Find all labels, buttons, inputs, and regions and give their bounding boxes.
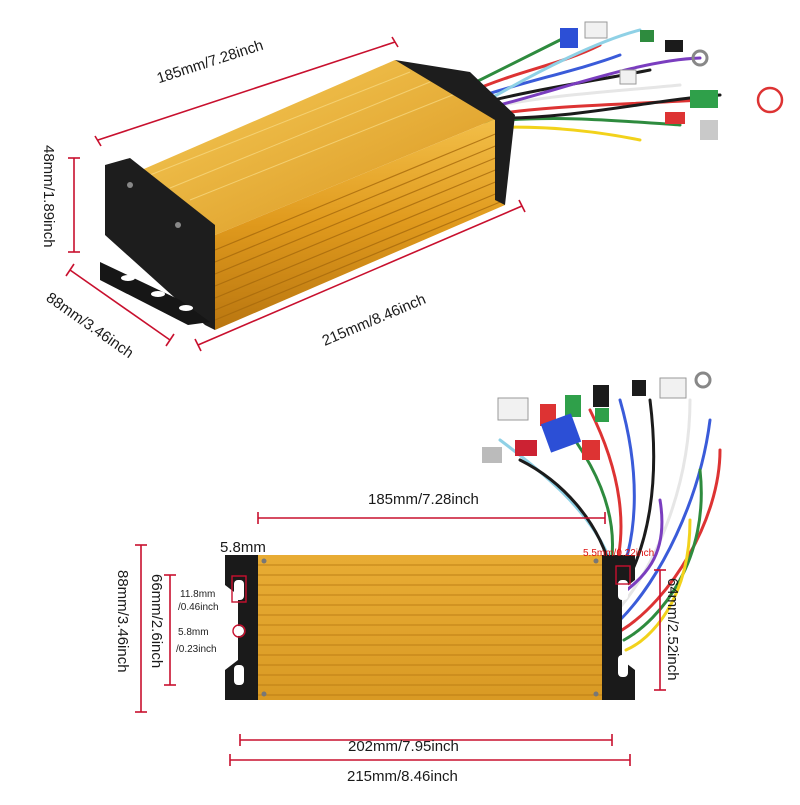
top-dimension-lines [65,36,526,352]
hole-size-top-label: 5.8mm [220,539,266,556]
bottom-length-label: 185mm/7.28inch [368,491,479,508]
mount-span-label: 202mm/7.95inch [348,738,459,755]
controller-top-down-view [225,371,722,700]
fins-flat [258,564,602,696]
inner-height-left-label: 66mm/2.6inch [148,574,165,669]
bottom-dimension-lines [135,512,666,766]
controller-side-face [215,115,505,330]
top-height-label: 48mm/1.89inch [40,145,57,248]
hole-size-right-label: 5.5mm/0.22inch [583,548,655,559]
controller-top-face [130,60,505,235]
hole-size-line1: 5.8mm [178,627,209,638]
controller-body-flat [258,555,602,700]
controller-3d-view [100,21,784,330]
end-plate-front [105,158,215,330]
inner-height-right-label: 64mm/2.52inch [664,578,681,681]
slot-size-line1: 11.8mm [180,589,216,600]
slot-size-line2: /0.46inch [178,602,219,613]
overall-height-label: 88mm/3.46inch [114,570,131,673]
hole-size-line2: /0.23inch [176,644,217,655]
wire-connectors-bottom [482,371,712,463]
heat-sink-fins [214,129,506,321]
overall-length-label: 215mm/8.46inch [347,768,458,785]
wire-connectors-top [560,21,784,140]
hole-callouts [231,565,631,638]
